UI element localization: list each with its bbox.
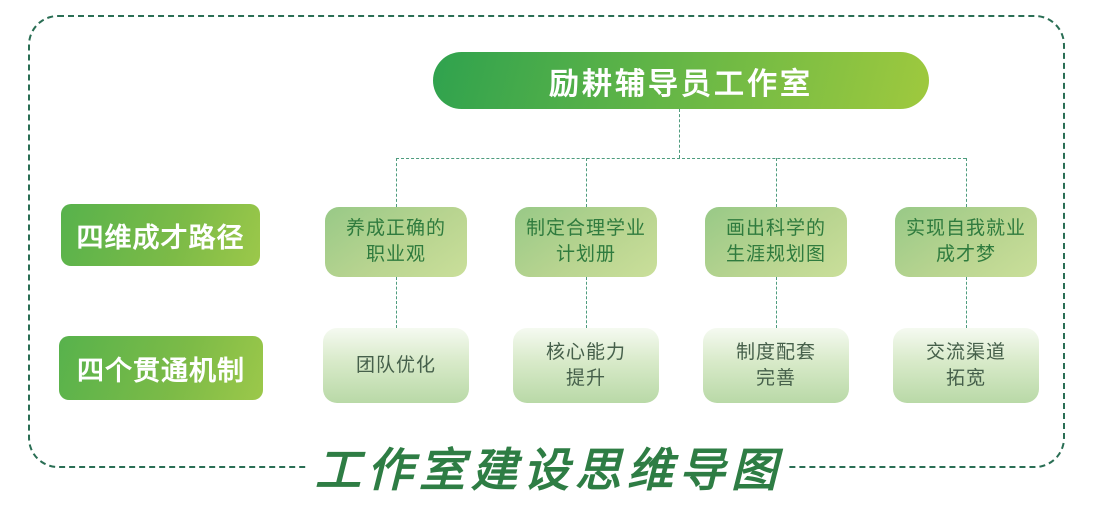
row-label-mechanisms: 四个贯通机制 bbox=[59, 336, 263, 400]
mechanism-node-2-line1: 核心能力 bbox=[545, 340, 626, 363]
mechanism-node-3: 制度配套 完善 bbox=[703, 328, 849, 403]
path-node-2-line2: 计划册 bbox=[555, 243, 616, 265]
mechanism-node-3-line2: 完善 bbox=[755, 366, 796, 389]
path-node-3: 画出科学的 生涯规划图 bbox=[705, 207, 847, 277]
path-node-2: 制定合理学业 计划册 bbox=[515, 207, 657, 277]
path-node-1-line2: 职业观 bbox=[365, 243, 426, 265]
mechanism-node-1-line1: 团队优化 bbox=[355, 353, 436, 376]
connector-branch-2 bbox=[586, 158, 587, 207]
mechanism-node-1: 团队优化 bbox=[323, 328, 469, 403]
path-node-4-line2: 成才梦 bbox=[935, 243, 996, 265]
connector-row-1 bbox=[396, 277, 397, 328]
path-node-3-line2: 生涯规划图 bbox=[725, 243, 826, 265]
diagram-caption: 工作室建设思维导图 bbox=[309, 428, 789, 506]
connector-row-3 bbox=[776, 277, 777, 328]
connector-branch-4 bbox=[966, 158, 967, 207]
mechanism-node-3-line1: 制度配套 bbox=[735, 340, 816, 363]
path-node-1: 养成正确的 职业观 bbox=[325, 207, 467, 277]
connector-root-vertical bbox=[679, 109, 680, 158]
row-label-mechanisms-text: 四个贯通机制 bbox=[77, 355, 245, 387]
path-node-1-line1: 养成正确的 bbox=[345, 217, 446, 240]
connector-branch-3 bbox=[776, 158, 777, 207]
row-label-paths-text: 四维成才路径 bbox=[76, 222, 245, 254]
path-node-4-line1: 实现自我就业 bbox=[905, 217, 1026, 240]
row-label-paths: 四维成才路径 bbox=[61, 204, 260, 266]
mechanism-node-4-line2: 拓宽 bbox=[945, 366, 986, 389]
root-node-label: 励耕辅导员工作室 bbox=[549, 66, 813, 102]
root-node: 励耕辅导员工作室 bbox=[433, 52, 929, 109]
path-node-3-line1: 画出科学的 bbox=[725, 217, 826, 240]
mechanism-node-2: 核心能力 提升 bbox=[513, 328, 659, 403]
connector-row-2 bbox=[586, 277, 587, 328]
connector-horizontal bbox=[396, 158, 966, 159]
connector-branch-1 bbox=[396, 158, 397, 207]
diagram-caption-text: 工作室建设思维导图 bbox=[315, 443, 783, 497]
path-node-2-line1: 制定合理学业 bbox=[525, 217, 646, 240]
mechanism-node-2-line2: 提升 bbox=[565, 366, 606, 389]
path-node-4: 实现自我就业 成才梦 bbox=[895, 207, 1037, 277]
connector-row-4 bbox=[966, 277, 967, 328]
mechanism-node-4: 交流渠道 拓宽 bbox=[893, 328, 1039, 403]
mechanism-node-4-line1: 交流渠道 bbox=[925, 340, 1006, 363]
